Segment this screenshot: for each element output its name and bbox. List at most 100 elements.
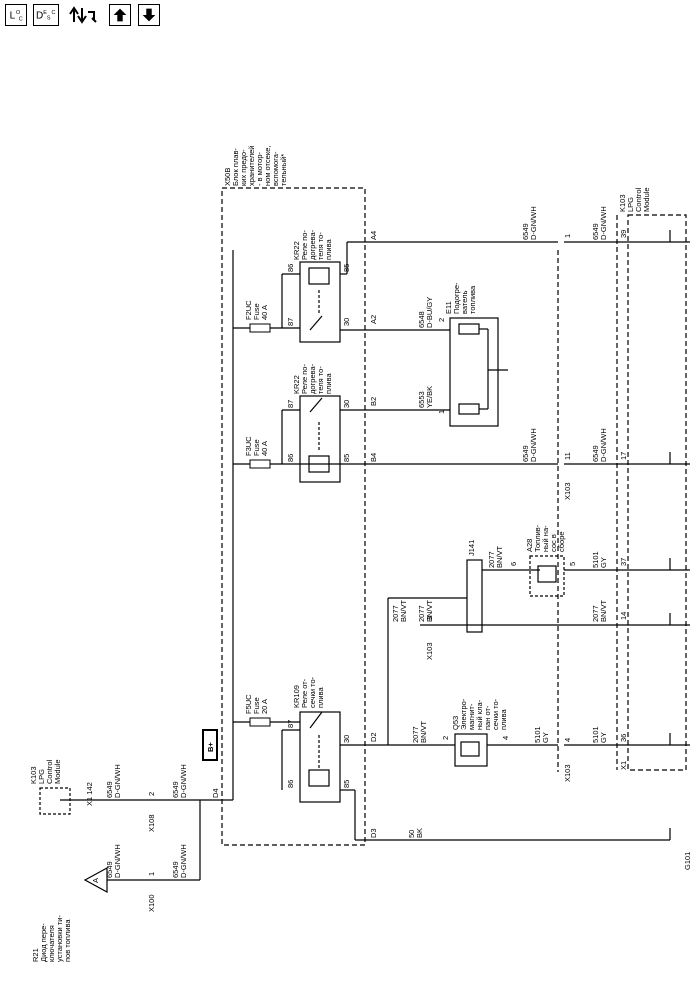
- svg-text:плива: плива: [324, 238, 333, 260]
- e11-label: E11 Подогре- ватель топлива: [444, 282, 477, 314]
- svg-text:сечки то-: сечки то-: [491, 698, 500, 730]
- desc-button[interactable]: D E S C: [33, 4, 59, 26]
- module-connector: X1: [619, 761, 628, 770]
- fuse-block-x50b-outline: [221, 187, 366, 846]
- kr109-label: KR109 Реле от- сечки то- плива: [292, 676, 325, 708]
- svg-text:ватель: ватель: [460, 290, 469, 314]
- connector-label: X103: [563, 482, 572, 500]
- pin-label: A4: [369, 231, 378, 240]
- svg-text:хранителей: хранителей: [247, 146, 256, 186]
- svg-text:40 A: 40 A: [260, 305, 269, 320]
- module-pin: 39: [619, 230, 628, 238]
- svg-text:F3UC: F3UC: [244, 436, 253, 456]
- loc-button[interactable]: L O C: [5, 4, 27, 26]
- pin-label: 2: [437, 318, 446, 322]
- svg-text:плива: плива: [324, 372, 333, 394]
- svg-text:K103: K103: [618, 194, 627, 212]
- svg-text:40 A: 40 A: [260, 441, 269, 456]
- wire-label: 6549: [105, 861, 114, 878]
- f5uc-label: F5UC Fuse 20 A: [244, 694, 269, 714]
- connector-pin: 2: [147, 792, 156, 796]
- module-pin: 17: [619, 452, 628, 460]
- pin-label: 85: [342, 454, 351, 462]
- svg-text:F2UC: F2UC: [244, 300, 253, 320]
- q53-label: Q53 Электро- магнит- ный кла- пан от- се…: [451, 698, 508, 730]
- relay-kr109: [299, 711, 341, 803]
- svg-text:F5UC: F5UC: [244, 694, 253, 714]
- arrow-down-button[interactable]: [138, 4, 160, 26]
- pin-label: B2: [369, 397, 378, 406]
- wire-label: 5101: [591, 551, 600, 568]
- wire-label: 6549: [171, 781, 180, 798]
- pin-label: 86: [286, 264, 295, 272]
- svg-text:KR22: KR22: [292, 375, 301, 394]
- svg-text:O: O: [16, 10, 20, 16]
- pin-label: 87: [286, 400, 295, 408]
- svg-text:Module: Module: [53, 759, 62, 784]
- module-pin: X1 142: [85, 782, 94, 806]
- connector-flow-icon: [69, 6, 97, 24]
- splice-j141: [466, 559, 483, 633]
- svg-text:Подогре-: Подогре-: [452, 282, 461, 314]
- k103-left-module: [39, 787, 71, 815]
- svg-text:Fuse: Fuse: [252, 439, 261, 456]
- pin-label: A2: [369, 315, 378, 324]
- svg-text:Диод пере-: Диод пере-: [39, 923, 48, 962]
- svg-text:ких предо-: ких предо-: [239, 149, 248, 186]
- wire-label: 2077: [411, 726, 420, 743]
- fuse-f2uc: [249, 323, 271, 333]
- pin-label: D3: [369, 828, 378, 838]
- svg-text:C: C: [19, 16, 23, 22]
- svg-text:догрева-: догрева-: [308, 229, 317, 260]
- wire-label: 6553: [417, 391, 426, 408]
- pin-label: 1: [437, 410, 446, 414]
- svg-text:ный на-: ный на-: [541, 525, 550, 552]
- x50b-desc-label: Блок плав- ких предо- хранителей - в мот…: [231, 146, 288, 186]
- svg-text:магнит-: магнит-: [467, 703, 476, 730]
- g101-label: G101: [683, 852, 692, 870]
- pin-label: 85: [342, 780, 351, 788]
- wire-label: 5101: [591, 726, 600, 743]
- wire-label: 5101: [533, 726, 542, 743]
- f2uc-label: F2UC Fuse 40 A: [244, 300, 269, 320]
- svg-text:Control: Control: [45, 759, 54, 784]
- battery-positive: [202, 729, 218, 761]
- svg-text:E: E: [43, 10, 47, 16]
- svg-text:пан от-: пан от-: [483, 705, 492, 730]
- pin-label: 2: [441, 736, 450, 740]
- svg-text:Control: Control: [634, 187, 643, 212]
- wire-color-label: GY: [599, 732, 608, 743]
- desc-icon: D E S C: [36, 10, 55, 22]
- connector-pin: 4: [563, 738, 572, 742]
- svg-text:сос в: сос в: [549, 534, 558, 552]
- svg-text:Реле по-: Реле по-: [300, 364, 309, 394]
- fuse-f5uc: [249, 717, 271, 727]
- svg-text:теля то-: теля то-: [316, 366, 325, 394]
- connector-label: X103: [563, 764, 572, 782]
- pin-label: B4: [369, 453, 378, 462]
- wire-label: 6549: [521, 223, 530, 240]
- k103-right-label: K103 LPG Control Module: [618, 187, 651, 212]
- pin-label: 85: [342, 264, 351, 272]
- relay-kr22-mid: [299, 395, 341, 483]
- connector-pin: 3: [425, 616, 434, 620]
- cutoff-valve-q53: [454, 733, 488, 767]
- pin-label: 87: [286, 720, 295, 728]
- svg-text:плива: плива: [316, 686, 325, 708]
- a28-label: A28 Топлив- ный на- сос в сборе: [525, 524, 566, 552]
- wire-color-label: BN/VT: [419, 720, 428, 743]
- svg-text:Реле по-: Реле по-: [300, 230, 309, 260]
- bplus-label: B+: [206, 742, 215, 752]
- wire-label: 6549: [591, 445, 600, 462]
- pin-label: 86: [286, 454, 295, 462]
- svg-text:топлива: топлива: [468, 285, 477, 314]
- connector-flow-button[interactable]: [68, 4, 100, 26]
- svg-text:Топлив-: Топлив-: [533, 524, 542, 552]
- svg-text:R21: R21: [31, 948, 40, 962]
- arrow-up-button[interactable]: [109, 4, 131, 26]
- connector-pin: 1: [147, 872, 156, 876]
- wire-color-label: D-GN/WH: [599, 428, 608, 462]
- svg-text:20 A: 20 A: [260, 699, 269, 714]
- x50b-label: X50B: [223, 168, 232, 186]
- loc-icon: L O C: [10, 10, 23, 22]
